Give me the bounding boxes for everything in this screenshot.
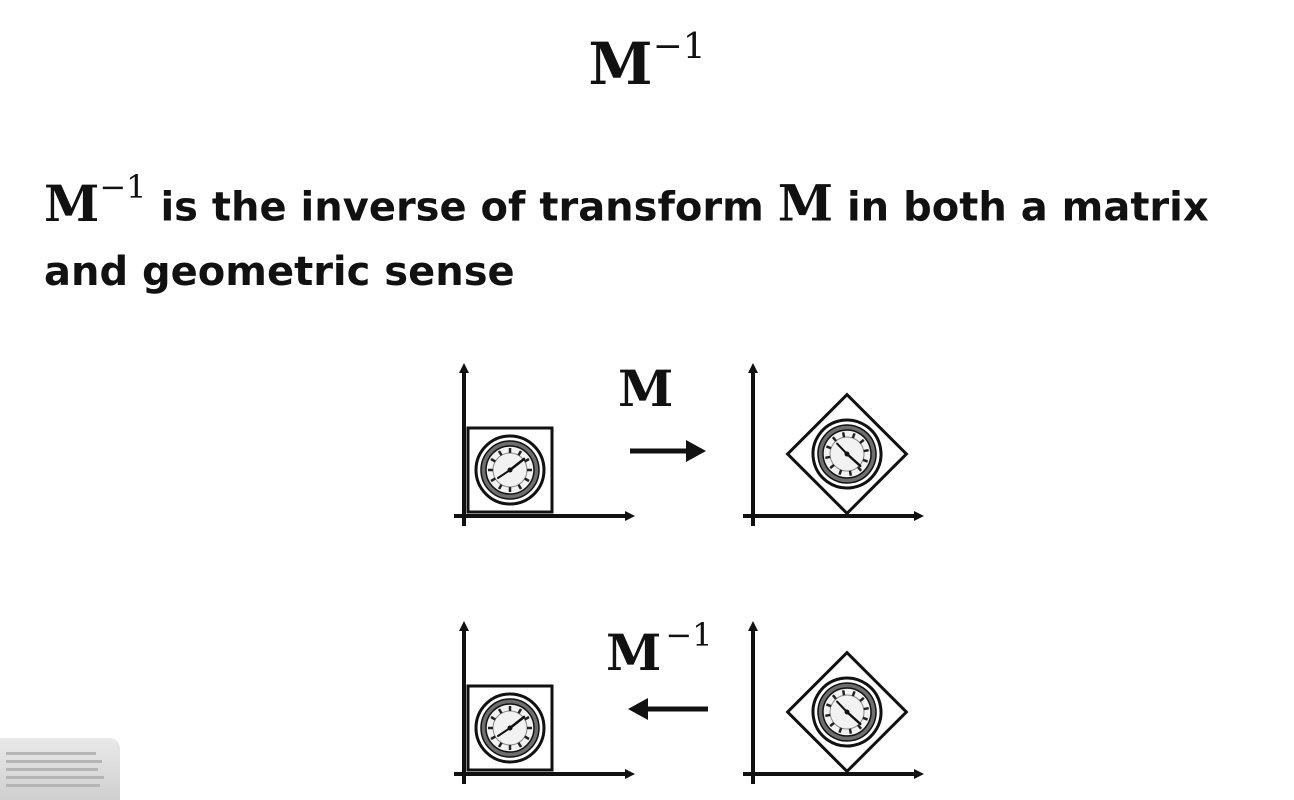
statement-symbol-m: M [777,173,834,233]
transformed-frame-top [743,368,919,526]
original-frame-bottom [454,626,630,784]
statement-text-part2: in both a matrix and geometric sense [44,184,1209,295]
transformed-frame-bottom [743,626,919,784]
title-symbol: M [588,30,653,98]
slide-title: M−1 [0,26,1294,100]
inverse-label-exponent: −1 [665,616,712,654]
statement-text: M−1 is the inverse of transform M in bot… [44,160,1274,304]
corner-thumbnail [0,738,120,800]
statement-symbol: M−1 [44,168,147,233]
arrow-left-icon [628,698,708,720]
statement-symbol-exponent: −1 [99,168,147,207]
original-frame-top [454,368,630,526]
title-exponent: −1 [652,26,706,68]
inverse-label-base: M [606,623,661,682]
forward-transform-label: M [618,359,673,418]
statement-text-part1: is the inverse of transform [146,184,778,231]
statement-symbol-base: M [44,173,100,233]
inverse-transform-label: M −1 [606,616,713,682]
arrow-right-icon [630,440,706,462]
